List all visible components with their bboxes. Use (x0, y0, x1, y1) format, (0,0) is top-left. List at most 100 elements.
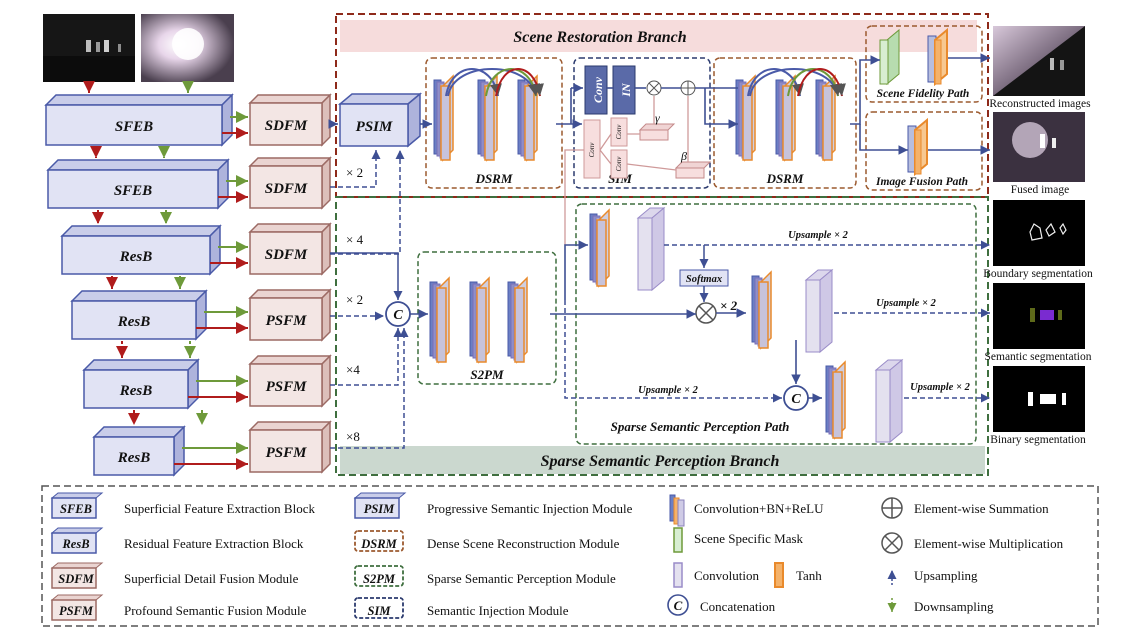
legend-col2-item-4: SIM Semantic Injection Module (354, 597, 569, 619)
legend-conv-text: Convolution (694, 568, 760, 583)
scale-label-x2: × 2 (346, 165, 363, 180)
upsample-label-3: Upsample × 2 (638, 385, 698, 396)
encoder-block-2: SFEB (46, 158, 230, 210)
fusion-module-label: SDFM (265, 247, 308, 263)
image-fusion-label: Image Fusion Path (875, 176, 968, 188)
spp-conv-stack-2 (751, 270, 772, 350)
legend-abbr: SIM (368, 604, 392, 618)
fusion-module-1: SDFM (248, 93, 332, 147)
scale-label-x8: ×8 (346, 429, 360, 444)
legend-sum-text: Element-wise Summation (914, 501, 1049, 516)
scale-label-x4: × 4 (346, 232, 364, 247)
scene-restoration-header (340, 20, 977, 52)
s2pm-conv-stack-3 (507, 276, 528, 364)
connections (83, 53, 990, 470)
scale-label-x4b: ×4 (346, 362, 360, 377)
beta-label: β (680, 149, 687, 163)
s2pm-conv-stack-1 (429, 276, 450, 364)
dsrm-right-box (713, 57, 857, 189)
fusion-module-6: PSFM (248, 420, 332, 474)
legend-conv-bn-icon (669, 494, 685, 527)
legend-mul-icon (881, 532, 903, 554)
dsrm-conv-stack-4 (735, 74, 756, 162)
encoder-block-6: ResB (92, 425, 186, 477)
s2pm-box (417, 251, 557, 385)
legend-abbr: PSIM (364, 502, 395, 516)
binary-caption: Binary segmentation (990, 434, 1086, 446)
fused-caption: Fused image (1011, 184, 1069, 196)
sim-sum-cross (681, 81, 695, 95)
sparse-path-box (575, 203, 977, 445)
sparse-semantic-branch-border (335, 196, 989, 476)
legend-desc: Sparse Semantic Perception Module (427, 571, 616, 586)
sim-in-block: IN (612, 65, 636, 115)
dsrm-skip-arc-4 (495, 68, 544, 97)
legend-sum-icon (881, 497, 903, 519)
legend-concat-text: Concatenation (700, 599, 776, 614)
encoder-block-label: ResB (119, 383, 153, 399)
legend-desc: Dense Scene Reconstruction Module (427, 536, 620, 551)
upsample-label-1: Upsample × 2 (788, 230, 848, 241)
legend-down-text: Downsampling (914, 599, 994, 614)
encoder-block-label: ResB (117, 314, 151, 330)
legend-col2-item-3: S2PM Sparse Semantic Perception Module (354, 565, 616, 587)
legend-tanh-icon (774, 562, 784, 588)
s2pm-label: S2PM (470, 367, 504, 382)
dsrm-conv-stack-3 (517, 74, 538, 162)
legend-concat-glyph: C (674, 598, 683, 613)
s2pm-conv-stack-2 (469, 276, 490, 364)
legend-box (41, 485, 1099, 627)
tanh-block-top (927, 27, 948, 87)
legend-abbr: S2PM (363, 572, 396, 586)
legend-desc: Superficial Detail Fusion Module (124, 571, 299, 586)
conv-stacks (429, 68, 904, 444)
gamma-label: γ (655, 111, 660, 125)
legend-desc: Semantic Injection Module (427, 603, 569, 618)
softmax-label: Softmax (686, 274, 722, 285)
spp-light-conv-3 (874, 358, 904, 444)
boundary-caption: Boundary segmentation (983, 268, 1093, 280)
sim-in-label: IN (619, 82, 633, 98)
encoder-block-3: ResB (60, 224, 222, 276)
spp-light-conv-2 (804, 268, 834, 354)
sparse-path-label: Sparse Semantic Perception Path (611, 419, 790, 434)
tanh-block-bottom (907, 117, 928, 177)
encoder-block-label: ResB (117, 450, 151, 466)
sparse-semantic-header (340, 446, 985, 474)
dsrm-skip-arc-1 (445, 68, 502, 97)
legend-abbr: ResB (61, 537, 89, 551)
legend-abbr: SFEB (60, 502, 92, 516)
encoder-block-1: SFEB (44, 93, 234, 147)
reconstructed-images (993, 26, 1085, 96)
psim-block: PSIM (337, 92, 423, 148)
legend-conv-icon (673, 562, 683, 588)
legend-conv-bn-text: Convolution+BN+ReLU (694, 501, 824, 516)
spp-conv-stack-3 (825, 360, 846, 440)
scene-mask-block (879, 28, 900, 86)
infrared-input-image (43, 14, 135, 82)
boundary-seg-image (993, 200, 1085, 266)
legend-mask-text: Scene Specific Mask (694, 531, 804, 546)
reconstructed-caption: Reconstructed images (989, 98, 1091, 110)
legend-col1-item-2: ResB Residual Feature Extraction Block (50, 527, 304, 554)
sim-pink-convs: Conv Conv Conv (583, 117, 712, 179)
fusion-module-label: PSFM (266, 445, 308, 461)
scene-fidelity-path-box (865, 25, 983, 103)
fusion-module-label: SDFM (265, 181, 308, 197)
legend-abbr: PSFM (59, 604, 94, 618)
legend-desc: Residual Feature Extraction Block (124, 536, 304, 551)
dsrm-left-label: DSRM (475, 171, 513, 186)
concat-right-label: C (791, 392, 801, 407)
dsrm-conv-stack-2 (477, 74, 498, 162)
encoder-block-label: ResB (119, 249, 153, 265)
encoder-block-label: SFEB (114, 183, 152, 199)
sim-conv-small-2: Conv (615, 124, 623, 140)
dsrm-conv-stack-5 (775, 74, 796, 162)
dsrm-right-label: DSRM (766, 171, 804, 186)
